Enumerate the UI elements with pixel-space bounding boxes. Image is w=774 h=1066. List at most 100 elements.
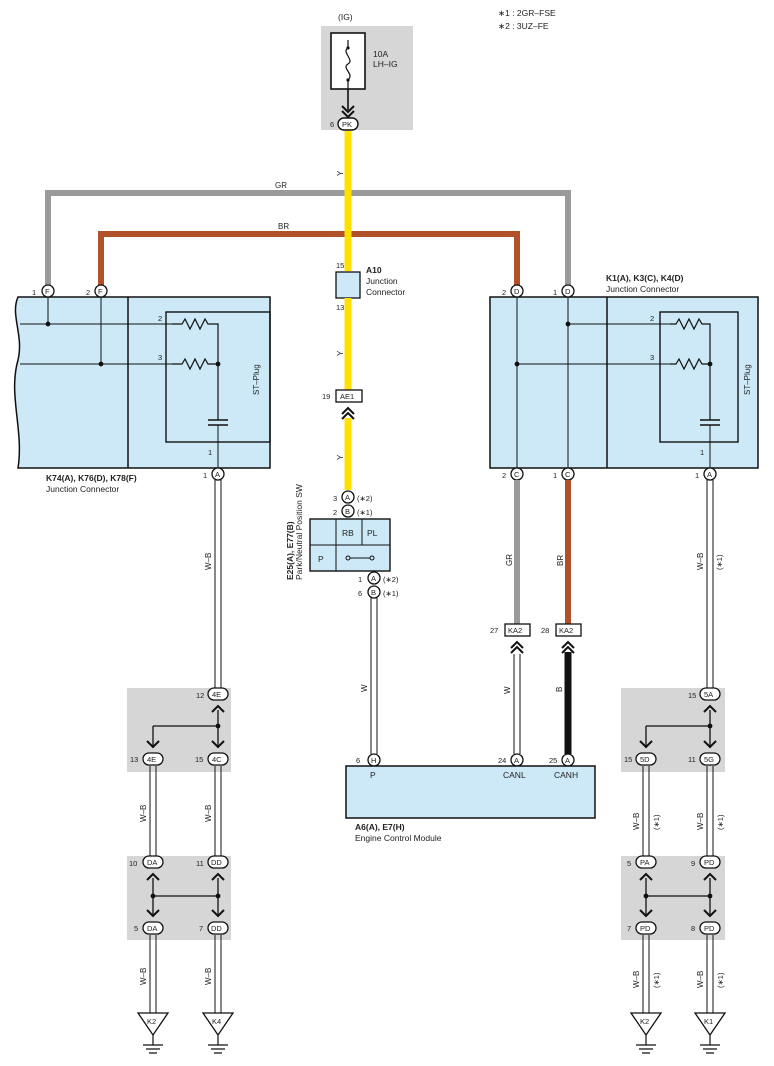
left-j1-pin-12: 12 xyxy=(196,691,204,700)
right-jc-conn-c2-label: C xyxy=(514,470,520,479)
right-resistor-1-icon xyxy=(670,317,711,420)
fuse-connector-label: PK xyxy=(342,120,352,129)
ecm-box xyxy=(345,765,596,819)
right-stplug-label: ST–Plug xyxy=(743,364,752,395)
left-jc-conn-f1-label: F xyxy=(45,287,50,296)
right-j1-conn-5d xyxy=(635,752,657,766)
right-j2-pin-5: 5 xyxy=(627,859,631,868)
fuse-arrow-icon xyxy=(341,105,355,119)
pnsw-note-1-bot: (∗1) xyxy=(383,589,399,598)
right-d-star1-note: (∗1) xyxy=(716,972,725,988)
left-stplug-pin-3: 3 xyxy=(158,353,162,362)
left-j2-pin-11: 11 xyxy=(196,859,204,868)
wire-gr-right-label: GR xyxy=(505,554,514,566)
pnsw-title: E25(A), E77(B) xyxy=(285,521,295,580)
left-stplug-pin-1: 1 xyxy=(208,448,212,457)
right-j2-conn-pd-top xyxy=(699,855,721,869)
wire-gr-top-label: GR xyxy=(275,181,287,190)
pnsw-p-label: P xyxy=(318,554,324,564)
right-stplug-pin-2: 2 xyxy=(650,314,654,323)
ka2-connector-27-label: KA2 xyxy=(508,626,522,635)
right-jc-conn-d1-label: D xyxy=(565,287,571,296)
ground-k2-left-label: K2 xyxy=(147,1017,156,1026)
left-j2-conn-dd-bot xyxy=(207,921,229,935)
right-jc-pin-2d: 2 xyxy=(502,288,506,297)
left-resistor-2-icon xyxy=(172,357,218,371)
wire-br-right-label: BR xyxy=(556,555,565,566)
wire-wb-right-top-label: W–B xyxy=(696,553,705,570)
right-jc-pin-2c: 2 xyxy=(502,471,506,480)
right-jc-pin-1c: 1 xyxy=(553,471,557,480)
left-j1-conn-4e-top xyxy=(207,687,229,701)
wire-wb-right-c-label: W–B xyxy=(632,971,641,988)
wire-br-top-label: BR xyxy=(278,222,289,231)
right-a-star1-note: (∗1) xyxy=(652,814,661,830)
left-j1-conn-4e-bot-label: 4E xyxy=(147,755,156,764)
ka2-pin-28: 28 xyxy=(541,626,549,635)
ae1-pin: 19 xyxy=(322,392,330,401)
pnsw-note-2-bot: (∗2) xyxy=(383,575,399,584)
note-3uz-fe: ∗2 : 3UZ–FE xyxy=(498,21,549,31)
right-jc-box xyxy=(489,296,759,469)
right-stplug-pin-1: 1 xyxy=(700,448,704,457)
ground-k1-right-icon xyxy=(693,1012,727,1037)
ecm-conn-h-label: H xyxy=(371,756,376,765)
ecm-subtitle: Engine Control Module xyxy=(355,833,442,843)
ecm-conn-a-canl-label: A xyxy=(514,756,519,765)
ecm-label-canh: CANH xyxy=(554,770,578,780)
ground-k2-left-icon xyxy=(136,1012,170,1037)
right-j2-conn-pd-bot-a-label: PD xyxy=(640,924,651,933)
wire-b-canh-label: B xyxy=(555,687,564,692)
left-j2-pin-10: 10 xyxy=(129,859,137,868)
ae1-arrow-icon xyxy=(341,406,355,420)
pnsw-conn-a-top-label: A xyxy=(345,493,350,502)
left-j2-conn-dd-bot-label: DD xyxy=(211,924,222,933)
ground-k1-right-label: K1 xyxy=(704,1017,713,1026)
ground-k4-left-label: K4 xyxy=(212,1017,221,1026)
left-j2-conn-dd-top-label: DD xyxy=(211,858,222,867)
wire-y-label-1: Y xyxy=(336,170,345,176)
left-j2-conn-dd-top xyxy=(207,855,229,869)
ground-k2-right-icon xyxy=(629,1012,663,1037)
pnsw-pin-1: 1 xyxy=(358,575,362,584)
fuse-connector-pk xyxy=(337,117,359,131)
right-j2-conn-pa xyxy=(635,855,657,869)
right-j1-pin-15b: 15 xyxy=(624,755,632,764)
left-jc-pin-2f: 2 xyxy=(86,288,90,297)
left-stplug-pin-2: 2 xyxy=(158,314,162,323)
ecm-title: A6(A), E7(H) xyxy=(355,822,405,832)
wire-w-canl-label: W xyxy=(503,686,512,694)
left-jc-subtitle: Junction Connector xyxy=(46,484,119,494)
right-jc-conn-d2-label: D xyxy=(514,287,520,296)
pnsw-pl-label: PL xyxy=(367,528,378,538)
pnsw-note-1-top: (∗1) xyxy=(357,508,373,517)
right-j2-conn-pd-bot-a xyxy=(635,921,657,935)
ground-k2-right-label: K2 xyxy=(640,1017,649,1026)
right-j1-conn-5a xyxy=(699,687,721,701)
right-resistor-2-icon xyxy=(670,357,710,371)
ka2-connector-27 xyxy=(504,623,531,637)
left-j1-conn-4e-top-label: 4E xyxy=(212,690,221,699)
wire-y-label-2: Y xyxy=(336,350,345,356)
right-jc-pin-1a: 1 xyxy=(695,471,699,480)
wire-wb-left-c-label: W–B xyxy=(139,968,148,985)
ecm-label-p: P xyxy=(370,770,376,780)
right-j2-conn-pa-label: PA xyxy=(640,858,649,867)
right-j2-conn-pd-bot-b-label: PD xyxy=(704,924,715,933)
wire-wb-left-b-label: W–B xyxy=(204,805,213,822)
left-j2-conn-da-bot-label: DA xyxy=(147,924,157,933)
note-2gr-fse: ∗1 : 2GR–FSE xyxy=(498,8,556,18)
ig-source-label: (IG) xyxy=(338,12,353,22)
left-j2-conn-da-bot xyxy=(142,921,164,935)
ka2-connector-28-label: KA2 xyxy=(559,626,573,635)
ecm-pin-6: 6 xyxy=(356,756,360,765)
pnsw-conn-b-top-label: B xyxy=(345,507,350,516)
right-j2-conn-pd-top-label: PD xyxy=(704,858,715,867)
left-jc-box xyxy=(13,296,271,469)
ka2-connector-28 xyxy=(555,623,582,637)
ka2-arrow-28-icon xyxy=(561,640,575,654)
left-j1-pin-15: 15 xyxy=(195,755,203,764)
left-j2-conn-da-top-label: DA xyxy=(147,858,157,867)
wire-wb-right-a-label: W–B xyxy=(632,813,641,830)
right-b-star1-note: (∗1) xyxy=(716,814,725,830)
